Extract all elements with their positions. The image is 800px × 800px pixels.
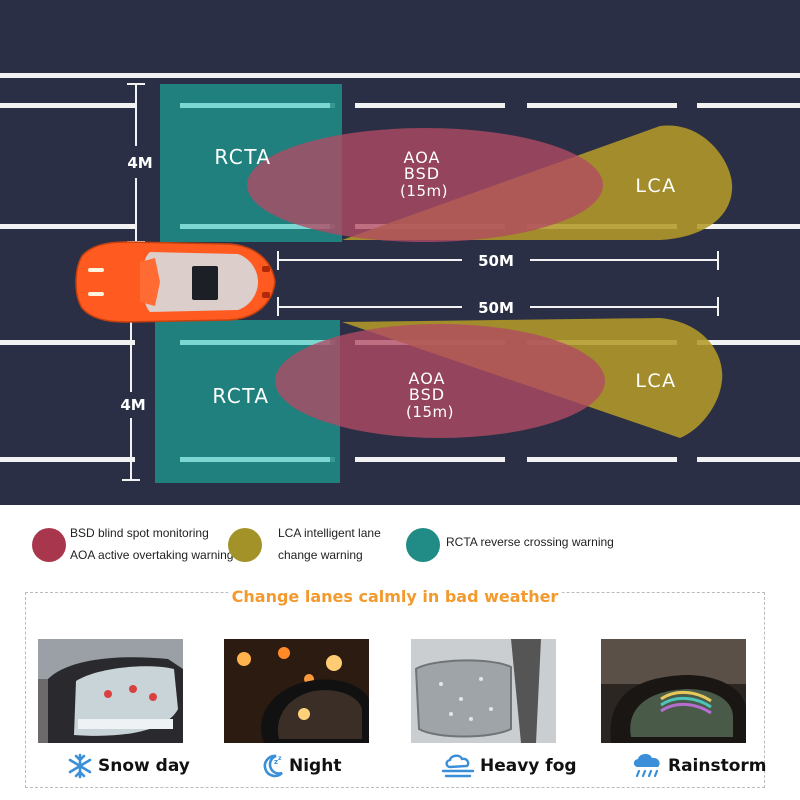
legend-lca-line-2: change warning [278, 548, 363, 562]
height-label-top: 4M [127, 154, 152, 172]
legend: BSD blind spot monitoring AOA active ove… [0, 520, 800, 570]
height-label-bottom: 4M [120, 396, 145, 414]
rcta-inner-line [180, 224, 330, 229]
heavy-fog-text: Heavy fog [480, 756, 577, 776]
rcta-label-top: RCTA [214, 145, 271, 169]
rainstorm-label: Rainstorm [630, 753, 767, 779]
snowflake-icon [68, 753, 92, 779]
rcta-inner-line [180, 457, 330, 462]
radar-zone-diagram: 50M 50M 4M 4M RCTA RCTA AOA BSD (15m) AO… [0, 0, 800, 505]
lca-legend-dot [228, 528, 262, 562]
rcta-label-bottom: RCTA [212, 384, 269, 408]
legend-aoa-line-2: AOA active overtaking warning [70, 548, 234, 562]
weather-title-text: Change lanes calmly in bad weather [227, 587, 563, 606]
svg-text:z: z [274, 758, 278, 766]
range-15m-label-bottom: (15m) [406, 403, 454, 421]
rain-cloud-icon [633, 753, 660, 778]
legend-lca-line-1: LCA intelligent lane [278, 526, 381, 540]
night-text: Night [289, 756, 342, 776]
heavy-fog-photo [411, 639, 556, 743]
aoa-label-top: AOA [404, 148, 441, 167]
svg-text:z: z [278, 755, 282, 762]
range-line-bottom [277, 297, 719, 316]
bsd-label-bottom: BSD [409, 385, 445, 404]
rcta-legend-dot [406, 528, 440, 562]
weather-panel: Change lanes calmly in bad weather Snow … [25, 587, 767, 788]
range-label-top: 50M [478, 252, 514, 270]
range-15m-label-top: (15m) [400, 182, 448, 200]
legend-bsd-line-1: BSD blind spot monitoring [70, 526, 209, 540]
bsd-zone-bottom [275, 324, 605, 438]
rcta-inner-line [180, 340, 330, 345]
range-label-bottom: 50M [478, 299, 514, 317]
legend-rcta-line-1: RCTA reverse crossing warning [446, 535, 614, 549]
bsd-label-top: BSD [404, 164, 440, 183]
weather-title: Change lanes calmly in bad weather [26, 587, 764, 606]
road-edge-top [0, 73, 800, 78]
bsd-legend-dot [32, 528, 66, 562]
range-line-top [277, 251, 719, 270]
rainstorm-text: Rainstorm [668, 756, 767, 776]
rainstorm-photo [601, 639, 746, 743]
snow-day-photo [38, 639, 183, 743]
lca-label-bottom: LCA [635, 370, 676, 392]
snow-day-label: Snow day [66, 753, 190, 779]
rcta-inner-line [180, 103, 330, 108]
aoa-label-bottom: AOA [409, 369, 446, 388]
lca-label-top: LCA [635, 175, 676, 197]
heavy-fog-label: Heavy fog [440, 753, 577, 779]
bsd-zone-top [247, 128, 603, 242]
fog-icon [441, 754, 475, 778]
snow-day-text: Snow day [98, 756, 190, 776]
night-photo [224, 639, 369, 743]
car-icon [75, 241, 276, 323]
